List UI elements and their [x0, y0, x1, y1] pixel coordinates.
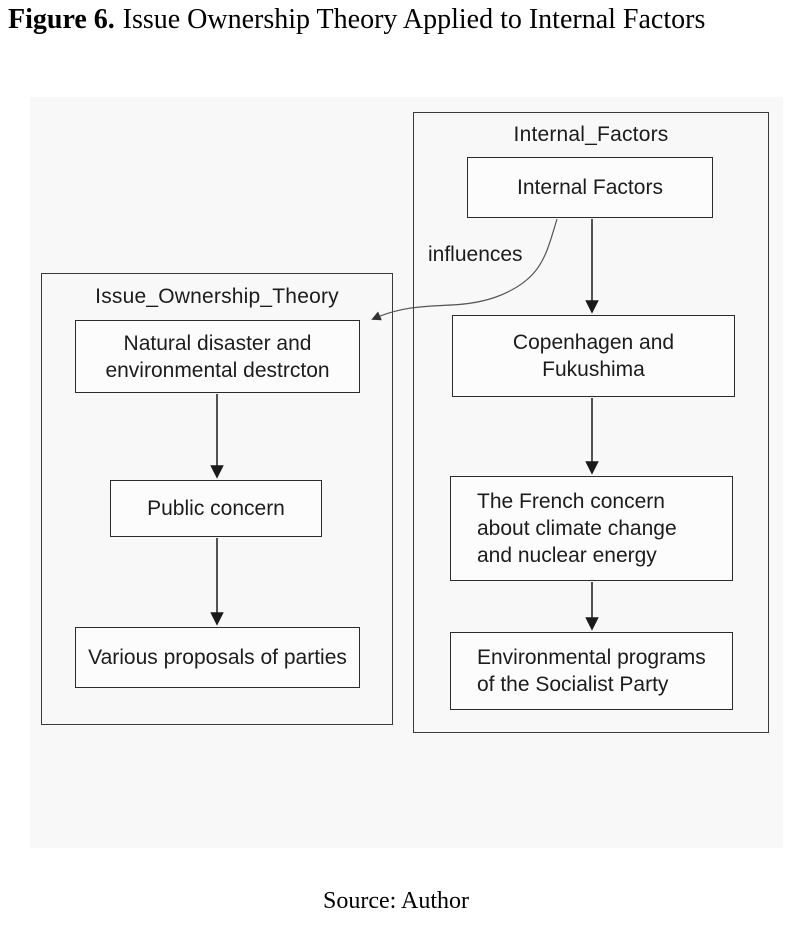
node-copenhagen-fukushima: Copenhagen and Fukushima: [452, 315, 735, 397]
figure-caption-number: Figure 6.: [8, 4, 115, 35]
figure-caption: Figure 6.Issue Ownership Theory Applied …: [8, 4, 705, 36]
figure-caption-title: Issue Ownership Theory Applied to Intern…: [122, 4, 706, 35]
group-title-issue-ownership-theory: Issue_Ownership_Theory: [95, 285, 339, 308]
edge-label-influences: influences: [428, 243, 523, 266]
source-line: Source: Author: [323, 888, 469, 914]
node-environmental-programs: Environmental programs of the Socialist …: [450, 632, 733, 710]
group-internal-factors: [413, 112, 769, 733]
node-various-proposals: Various proposals of parties: [75, 627, 360, 688]
node-natural-disaster: Natural disaster and environmental destr…: [75, 320, 360, 393]
group-title-internal-factors: Internal_Factors: [513, 123, 669, 146]
flowchart-diagram: Issue_Ownership_Theory Internal_Factors: [30, 97, 783, 848]
group-issue-ownership-theory: [41, 273, 393, 725]
node-public-concern: Public concern: [110, 480, 322, 537]
node-french-concern: The French concern about climate change …: [450, 476, 733, 581]
node-internal-factors: Internal Factors: [467, 157, 713, 218]
